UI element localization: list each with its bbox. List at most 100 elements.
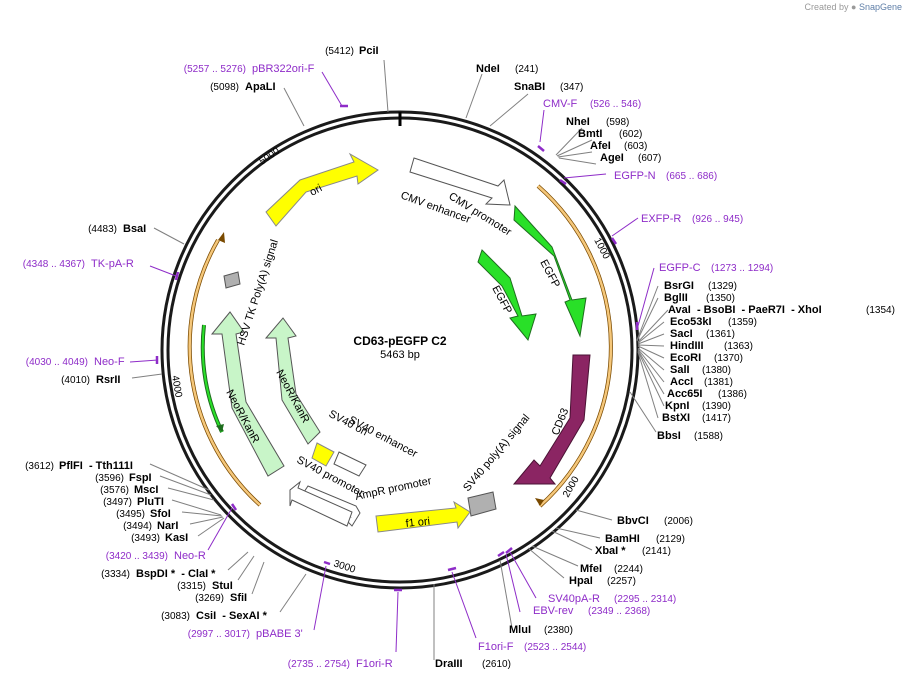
credit-prefix: Created by (804, 2, 849, 12)
primer-pos: (3420 .. 3439) (106, 551, 168, 562)
site-name-saci[interactable]: SacI (670, 328, 693, 340)
site-name-mlui[interactable]: MluI (509, 624, 531, 636)
site-name-nhei[interactable]: NheI (566, 116, 590, 128)
site-name-kpni[interactable]: KpnI (665, 400, 689, 412)
primer-pos: (2349 .. 2368) (588, 606, 650, 617)
site-pos: (3596) (95, 473, 124, 484)
site-name-rsrii[interactable]: RsrII (96, 374, 120, 386)
tick-label-4000: 4000 (169, 375, 184, 399)
site-name-hindiii[interactable]: HindIII (670, 340, 704, 352)
site-pos: (1363) (724, 341, 753, 352)
site-name-xbai[interactable]: XbaI * (595, 545, 626, 557)
tick-label-5000: 5000 (257, 145, 282, 167)
primer-pos: (2295 .. 2314) (614, 594, 676, 605)
primer-name-neo-r[interactable]: Neo-R (174, 550, 206, 562)
primer-pos: (4030 .. 4049) (26, 357, 88, 368)
site-name-sfii[interactable]: SfiI (230, 592, 247, 604)
site-name-clai[interactable]: BspDI * - ClaI * (136, 568, 216, 580)
feature-f1-ori (375, 500, 471, 533)
primer-pos: (526 .. 546) (590, 99, 641, 110)
credit-brand: SnapGene (858, 2, 902, 12)
primer-name-neo-f[interactable]: Neo-F (94, 356, 125, 368)
site-pos: (1370) (714, 353, 743, 364)
site-name-nari[interactable]: NarI (157, 520, 178, 532)
site-name-sali[interactable]: SalI (670, 364, 690, 376)
site-pos: (3494) (123, 521, 152, 532)
primer-pos: (665 .. 686) (666, 171, 717, 182)
site-name-ecori[interactable]: EcoRI (670, 352, 701, 364)
orf-arc-left (188, 239, 261, 506)
site-name-sfoi[interactable]: SfoI (150, 508, 171, 520)
site-name-bstxi[interactable]: BstXI (662, 412, 690, 424)
primer-name-sv40pa-r[interactable]: SV40pA-R (548, 593, 600, 605)
site-name-bsrgi[interactable]: BsrGI (664, 280, 694, 292)
site-name-hpai[interactable]: HpaI (569, 575, 593, 587)
site-name-bbvci[interactable]: BbvCI (617, 515, 649, 527)
primer-name-f1ori-f[interactable]: F1ori-F (478, 641, 514, 653)
orf-arc-neo (201, 324, 223, 433)
site-pos: (1329) (708, 281, 737, 292)
feature-neor-outer (210, 311, 285, 477)
site-name-bmti[interactable]: BmtI (578, 128, 602, 140)
primer-pos: (4348 .. 4367) (23, 259, 85, 270)
primer-name-tk-pa-r[interactable]: TK-pA-R (91, 258, 134, 270)
site-name-apali[interactable]: ApaLI (245, 81, 276, 93)
site-name-eco53ki[interactable]: Eco53kI (670, 316, 712, 328)
site-name-bsai[interactable]: BsaI (123, 223, 146, 235)
site-pos: (1417) (702, 413, 731, 424)
primer-name-cmv-f[interactable]: CMV-F (543, 98, 578, 110)
site-name-ndei[interactable]: NdeI (476, 63, 500, 75)
site-name-bbsi[interactable]: BbsI (657, 430, 681, 442)
site-name-snabi[interactable]: SnaBI (514, 81, 545, 93)
primer-pos: (2735 .. 2754) (288, 659, 350, 670)
site-name-draiii[interactable]: DraIII (435, 658, 463, 670)
primer-name-egfp-c[interactable]: EGFP-C (659, 262, 701, 274)
primer-leader-lines (129, 71, 655, 653)
primer-name-pbr322ori-f[interactable]: pBR322ori-F (252, 63, 315, 75)
site-pos: (598) (606, 117, 629, 128)
primer-name-pbabe-3[interactable]: pBABE 3' (256, 628, 303, 640)
primer-pos: (2523 .. 2544) (524, 642, 586, 653)
primer-pos: (926 .. 945) (692, 214, 743, 225)
primer-name-ebv-rev[interactable]: EBV-rev (533, 605, 574, 617)
feature-label-ampr-promoter: AmpR promoter (354, 475, 433, 503)
primer-pos: (2997 .. 3017) (188, 629, 250, 640)
site-name-acc65i[interactable]: Acc65I (667, 388, 702, 400)
site-pos: (2141) (642, 546, 671, 557)
site-name-bglii[interactable]: BglII (664, 292, 688, 304)
site-pos: (3493) (131, 533, 160, 544)
primer-name-f1ori-r[interactable]: F1ori-R (356, 658, 393, 670)
site-name-pcii[interactable]: PciI (359, 45, 379, 57)
site-labels: (5412) PciI NdeI (241) SnaBI (347) NheI … (25, 45, 895, 670)
site-pos: (3315) (177, 581, 206, 592)
site-name-sexai[interactable]: CsiI - SexAI * (196, 610, 268, 622)
site-name-xhoi[interactable]: AvaI - BsoBI - PaeR7I - XhoI (668, 304, 822, 316)
site-name-bamhi[interactable]: BamHI (605, 533, 640, 545)
site-name-pluti[interactable]: PluTI (137, 496, 164, 508)
site-pos: (1386) (718, 389, 747, 400)
site-name-msci[interactable]: MscI (134, 484, 158, 496)
site-pos: (4010) (61, 375, 90, 386)
feature-cmv-promoter (409, 157, 511, 206)
site-name-tth111i[interactable]: PflFI - Tth111I (59, 460, 133, 472)
orf-arc-right (537, 185, 613, 507)
site-pos: (2610) (482, 659, 511, 670)
site-pos: (1380) (702, 365, 731, 376)
feature-neor-inner (264, 317, 321, 445)
feature-label-f1-ori: f1 ori (405, 515, 431, 529)
primer-pos: (1273 .. 1294) (711, 263, 773, 274)
site-pos: (5098) (210, 82, 239, 93)
site-name-mfei[interactable]: MfeI (580, 563, 602, 575)
primer-marks (155, 104, 639, 592)
primer-name-exfp-r[interactable]: EXFP-R (641, 213, 681, 225)
site-name-stui[interactable]: StuI (212, 580, 233, 592)
snapgene-logo-icon: ● (851, 2, 857, 12)
site-pos: (2257) (607, 576, 636, 587)
feature-sv40-polya (467, 491, 497, 517)
site-name-fspi[interactable]: FspI (129, 472, 152, 484)
site-name-agei[interactable]: AgeI (600, 152, 624, 164)
primer-name-egfp-n[interactable]: EGFP-N (614, 170, 656, 182)
site-name-afei[interactable]: AfeI (590, 140, 611, 152)
site-name-acci[interactable]: AccI (670, 376, 693, 388)
site-name-kasi[interactable]: KasI (165, 532, 188, 544)
